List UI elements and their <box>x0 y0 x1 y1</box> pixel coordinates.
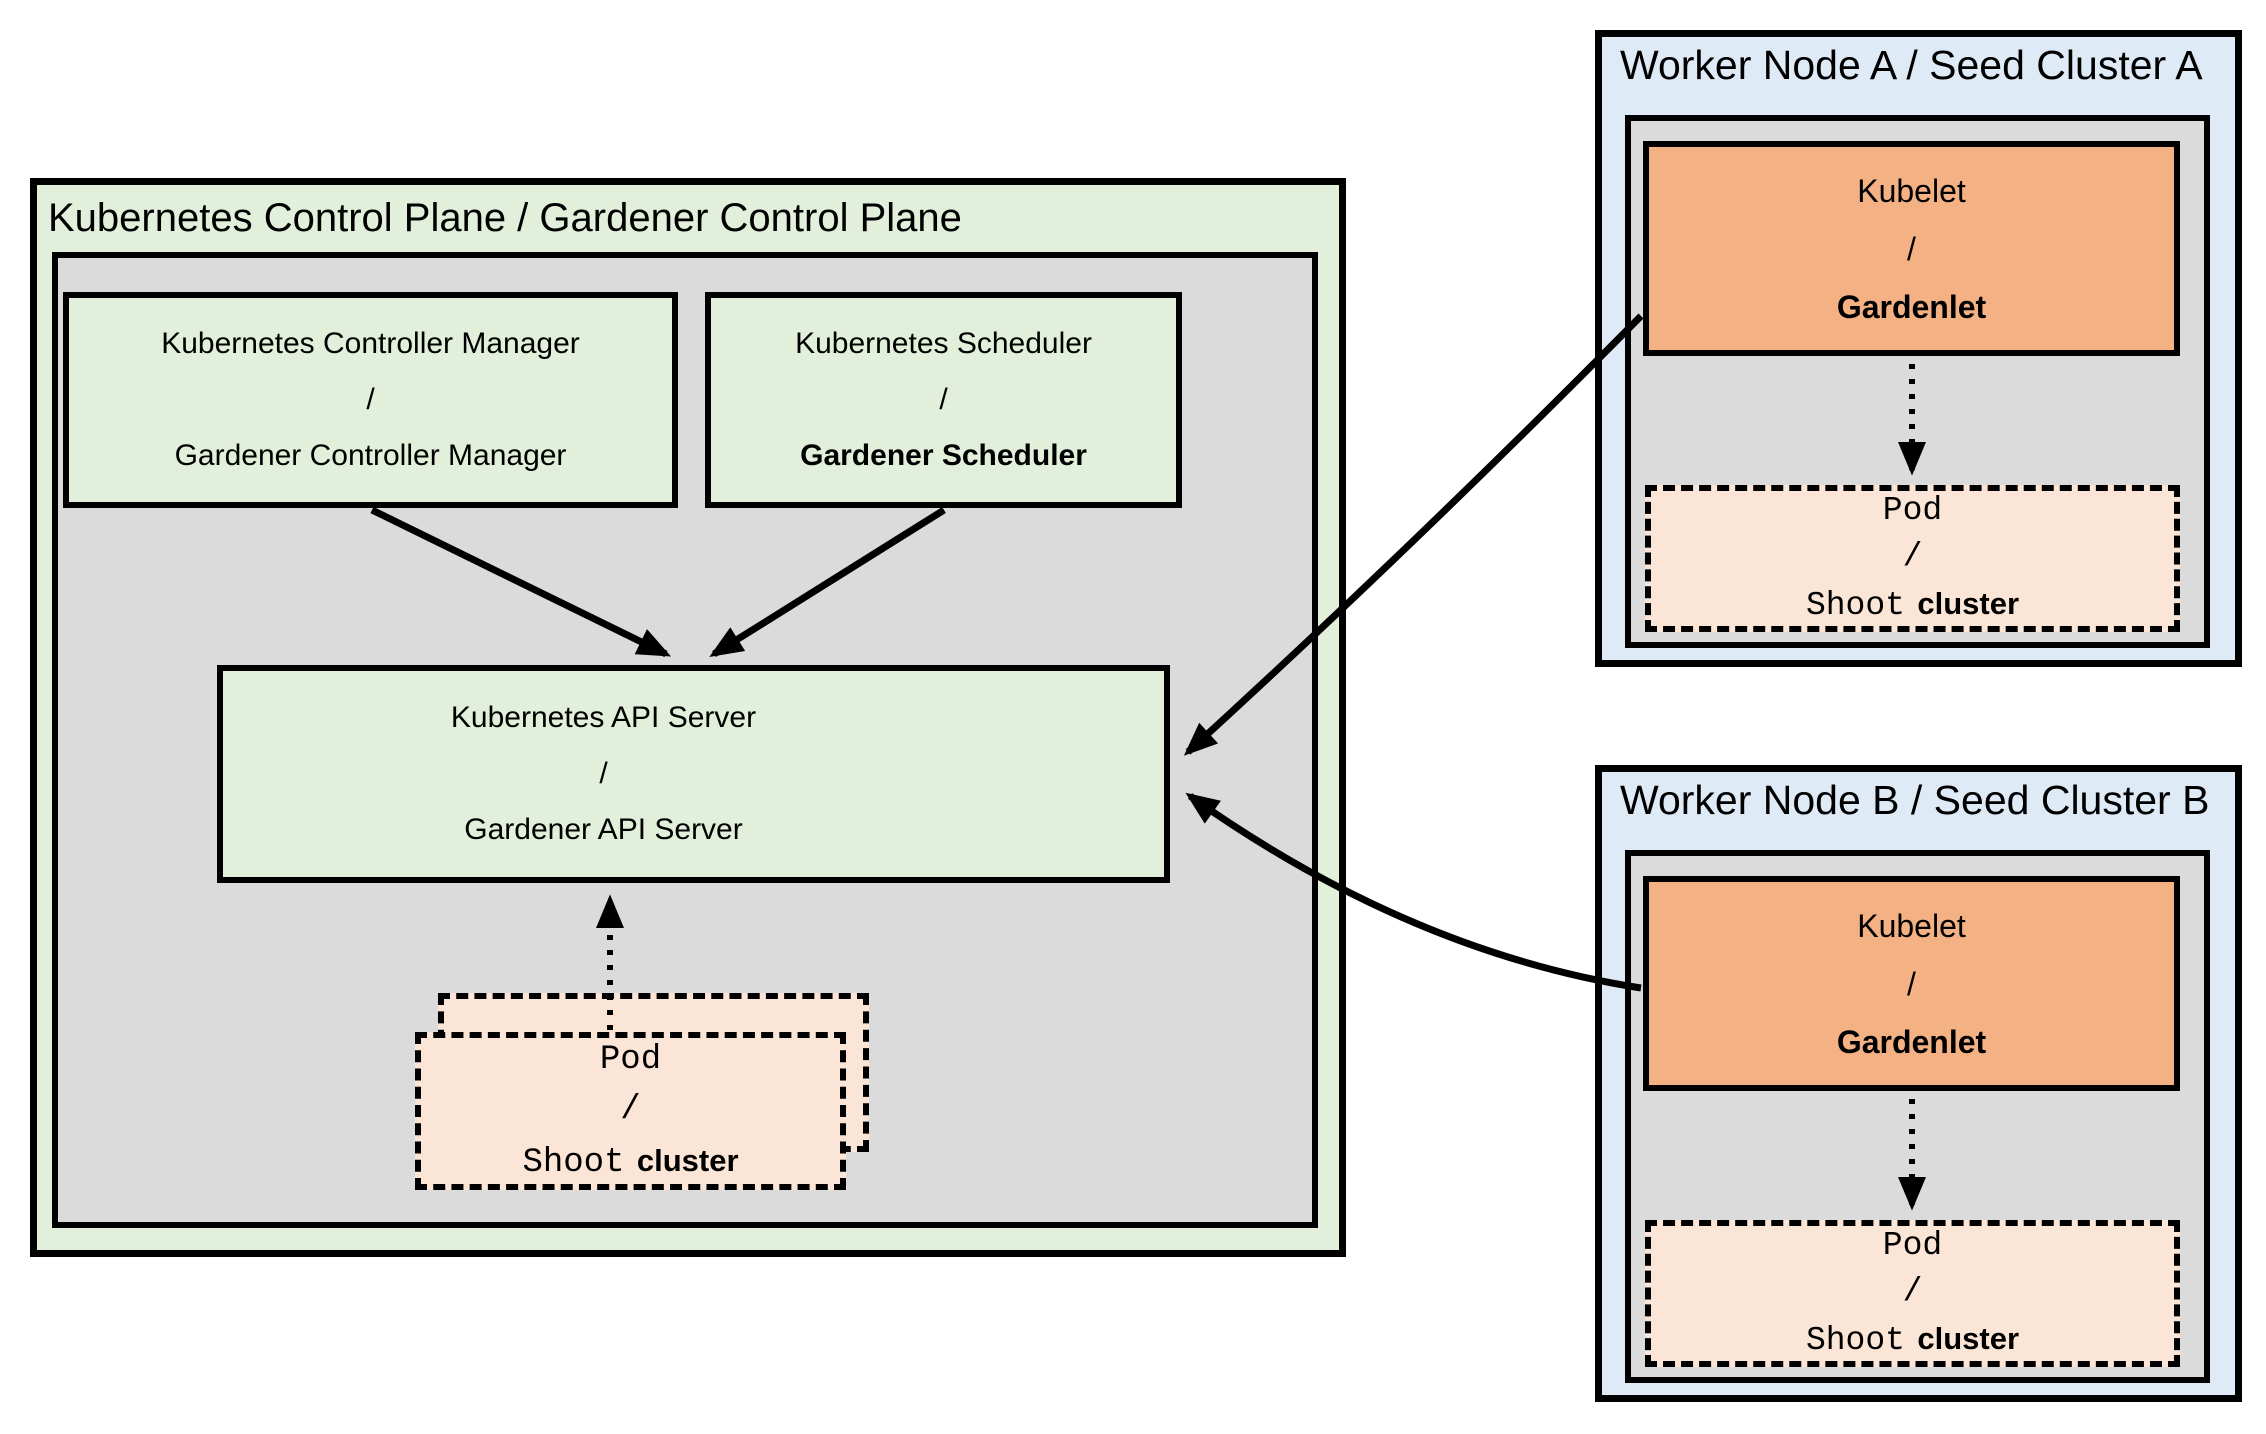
pod-b-line2-shoot: Shoot <box>1805 1322 1905 1359</box>
controller-manager-line1: Kubernetes Controller Manager <box>161 327 580 360</box>
kubelet-a-line1: Kubelet <box>1857 172 1966 209</box>
controller-manager-box: Kubernetes Controller Manager / Gardener… <box>63 292 678 508</box>
worker-node-a-kubelet-label: Kubelet / Gardenlet <box>1649 147 2174 350</box>
worker-node-a-kubelet-box: Kubelet / Gardenlet <box>1643 141 2180 356</box>
pod-a-line2-shoot: Shoot <box>1805 587 1905 624</box>
pod-line2: Shoot cluster <box>522 1135 738 1188</box>
worker-node-a-pod-label: Pod / Shoot cluster <box>1651 491 2174 626</box>
scheduler-separator: / <box>939 383 948 416</box>
pod-b-line2: Shoot cluster <box>1806 1315 2019 1364</box>
api-server-box: Kubernetes API Server / Gardener API Ser… <box>217 665 1170 883</box>
kubelet-b-line1: Kubelet <box>1857 907 1966 944</box>
api-server-separator: / <box>599 757 608 790</box>
pod-b-line2-cluster: cluster <box>1917 1321 2020 1356</box>
kubelet-b-line2: Gardenlet <box>1836 1023 1987 1060</box>
worker-node-b-pod-box: Pod / Shoot cluster <box>1645 1220 2180 1367</box>
pod-line2-shoot: Shoot <box>522 1143 625 1182</box>
api-server-line1: Kubernetes API Server <box>450 701 757 734</box>
worker-node-b-title: Worker Node B / Seed Cluster B <box>1620 777 2210 823</box>
worker-node-b-kubelet-box: Kubelet / Gardenlet <box>1643 876 2180 1091</box>
controller-manager-label: Kubernetes Controller Manager / Gardener… <box>69 298 672 502</box>
worker-node-a-pod-box: Pod / Shoot cluster <box>1645 485 2180 632</box>
api-server-line2: Gardener API Server <box>464 813 743 846</box>
pod-a-separator: / <box>1902 538 1923 575</box>
scheduler-line2: Gardener Scheduler <box>800 439 1087 472</box>
worker-node-a-title: Worker Node A / Seed Cluster A <box>1620 42 2203 88</box>
api-server-label: Kubernetes API Server / Gardener API Ser… <box>223 671 984 877</box>
pod-b-separator: / <box>1902 1273 1923 1310</box>
pod-a-line2-cluster: cluster <box>1917 586 2020 621</box>
pod-a-line1: Pod <box>1882 492 1943 529</box>
pod-a-line2: Shoot cluster <box>1806 580 2019 629</box>
pod-line2-cluster: cluster <box>636 1142 739 1178</box>
kubelet-a-line2: Gardenlet <box>1836 288 1987 325</box>
scheduler-label: Kubernetes Scheduler / Gardener Schedule… <box>711 298 1176 502</box>
worker-node-b-kubelet-label: Kubelet / Gardenlet <box>1649 882 2174 1085</box>
scheduler-box: Kubernetes Scheduler / Gardener Schedule… <box>705 292 1182 508</box>
control-plane-title: Kubernetes Control Plane / Gardener Cont… <box>48 196 962 240</box>
kubelet-b-separator: / <box>1907 965 1916 1002</box>
pod-b-line1: Pod <box>1882 1227 1943 1264</box>
worker-node-b-pod-label: Pod / Shoot cluster <box>1651 1226 2174 1361</box>
pod-shoot-label: Pod / Shoot cluster <box>421 1038 840 1184</box>
controller-manager-line2: Gardener Controller Manager <box>174 439 567 472</box>
pod-separator: / <box>620 1090 641 1129</box>
kubelet-a-separator: / <box>1907 230 1916 267</box>
controller-manager-separator: / <box>366 383 375 416</box>
pod-shoot-box-front: Pod / Shoot cluster <box>415 1032 846 1190</box>
pod-line1: Pod <box>599 1040 662 1079</box>
scheduler-line1: Kubernetes Scheduler <box>795 327 1092 360</box>
